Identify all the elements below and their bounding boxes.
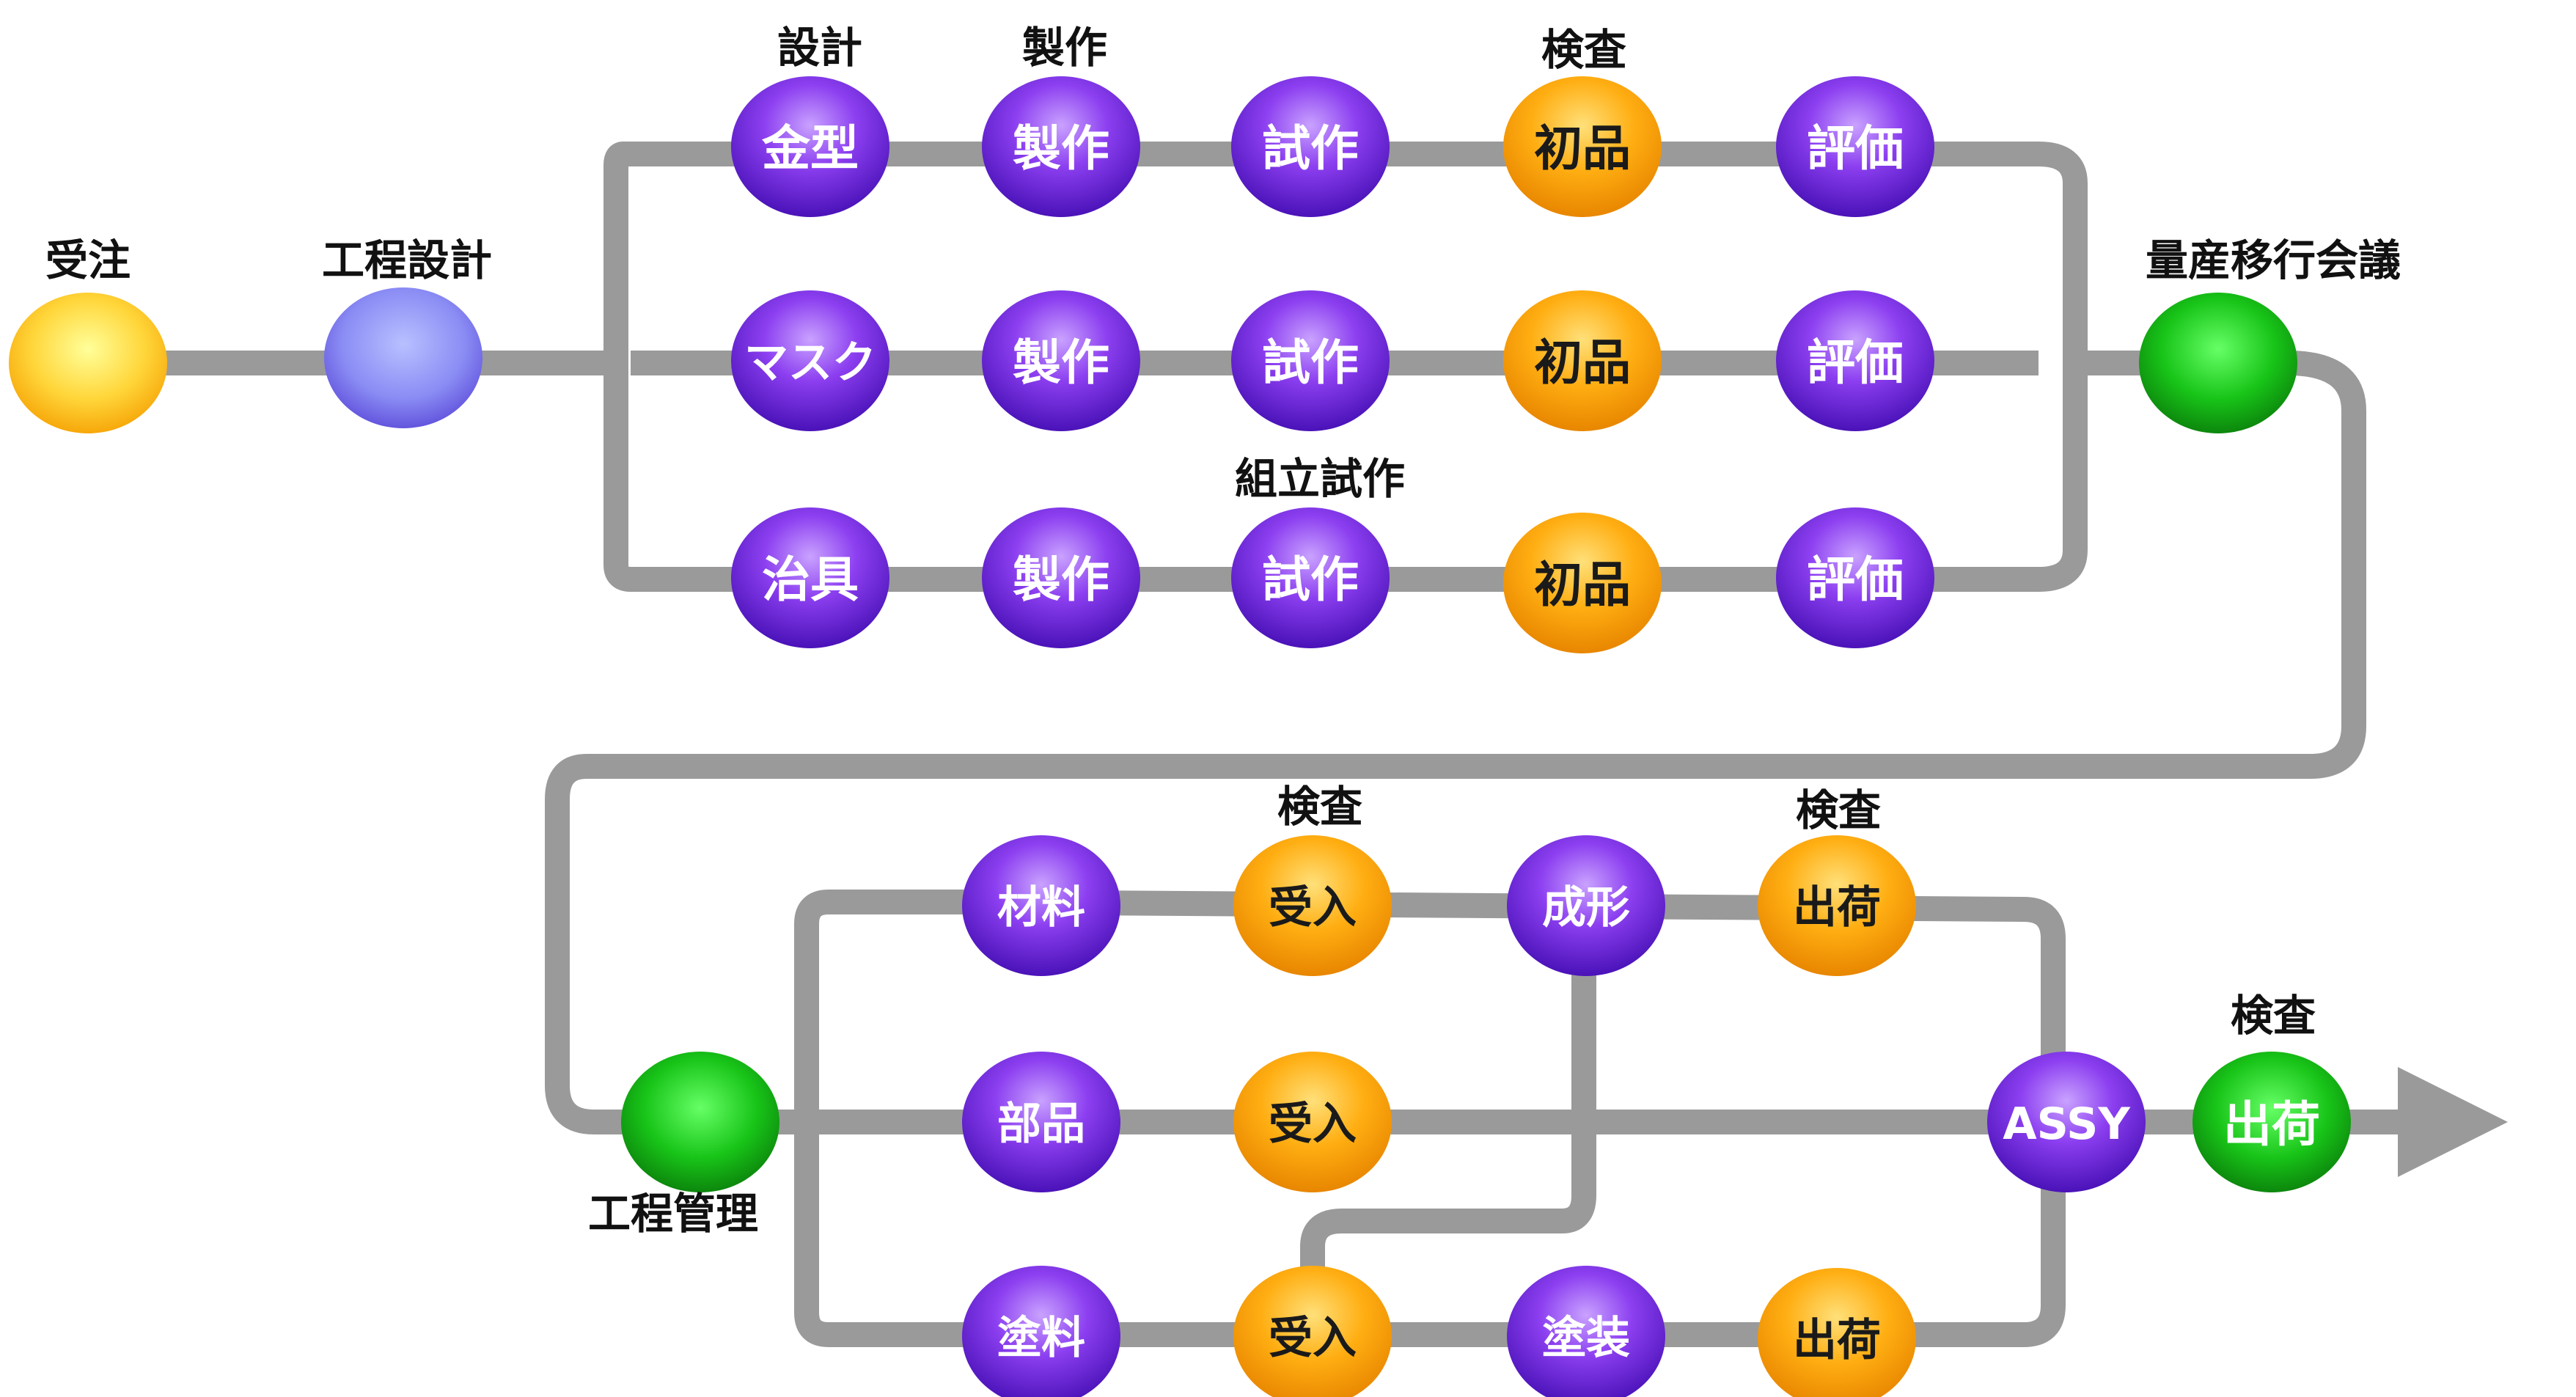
start-node: 受注 (9, 235, 167, 433)
node-label: 塗装 (1542, 1313, 1630, 1364)
column-label-inspection: 検査 (1541, 25, 1626, 75)
node-label: 成形 (1542, 882, 1630, 934)
node-label: 初品 (1534, 120, 1631, 177)
node-label: 出荷 (1793, 882, 1881, 934)
node-label: 製作 (1013, 334, 1109, 391)
start-label: 受注 (45, 235, 131, 285)
assembly-trial-label: 組立試作 (1235, 454, 1405, 504)
column-label-fabrication: 製作 (1022, 23, 1107, 73)
lower-row-1: 材料 受入 成形 出荷 (962, 835, 1916, 976)
final-inspection-label: 検査 (2231, 991, 2316, 1041)
node-label: マスク (744, 337, 876, 389)
node-label: 製作 (1013, 551, 1109, 608)
inspection-label-receiving: 検査 (1277, 782, 1362, 832)
node-label: 受入 (1269, 1099, 1357, 1150)
upper-row-1: 金型 製作 試作 初品 評価 (731, 76, 1934, 217)
lower-row-3: 塗料 受入 塗装 出荷 (962, 1266, 1916, 1397)
node-label: 初品 (1534, 557, 1631, 613)
node-label: 初品 (1534, 334, 1631, 391)
node-label: 受入 (1269, 882, 1357, 934)
final-shipping-text: 出荷 (2223, 1096, 2320, 1153)
node-label: 部品 (997, 1099, 1085, 1150)
process-design-label: 工程設計 (322, 235, 492, 285)
mass-production-meeting-node: 量産移行会議 (2139, 235, 2401, 433)
arrow-head (2398, 1067, 2508, 1177)
upper-row-2: マスク 製作 試作 初品 評価 (731, 290, 1934, 431)
final-shipping-node: 出荷 検査 (2192, 991, 2351, 1192)
upper-row-3: 治具 製作 試作 初品 評価 (731, 507, 1934, 653)
node-label: 治具 (762, 551, 859, 608)
assy-node: ASSY (1987, 1052, 2146, 1192)
assy-label: ASSY (2003, 1099, 2131, 1150)
node-label: 試作 (1262, 334, 1359, 391)
node-label: 試作 (1262, 120, 1359, 177)
column-label-design: 設計 (777, 23, 862, 73)
node-label: 金型 (761, 120, 859, 177)
node-label: 試作 (1262, 551, 1359, 608)
node-label: 受入 (1269, 1313, 1357, 1364)
node-label: 塗料 (997, 1313, 1085, 1364)
node-label: 評価 (1807, 120, 1904, 177)
node-label: 評価 (1807, 551, 1904, 608)
node-label: 材料 (997, 882, 1085, 934)
lower-pipes (770, 890, 2508, 1347)
lower-row-2: 部品 受入 (962, 1052, 1392, 1192)
process-design-node: 工程設計 (322, 235, 492, 428)
inspection-label-shipping: 検査 (1796, 785, 1881, 835)
node-label: 出荷 (1793, 1315, 1881, 1366)
process-management-label: 工程管理 (588, 1189, 758, 1239)
process-management-node: 工程管理 (588, 1052, 779, 1239)
mass-production-meeting-label: 量産移行会議 (2146, 235, 2401, 285)
node-label: 評価 (1807, 334, 1904, 391)
node-label: 製作 (1013, 120, 1109, 177)
